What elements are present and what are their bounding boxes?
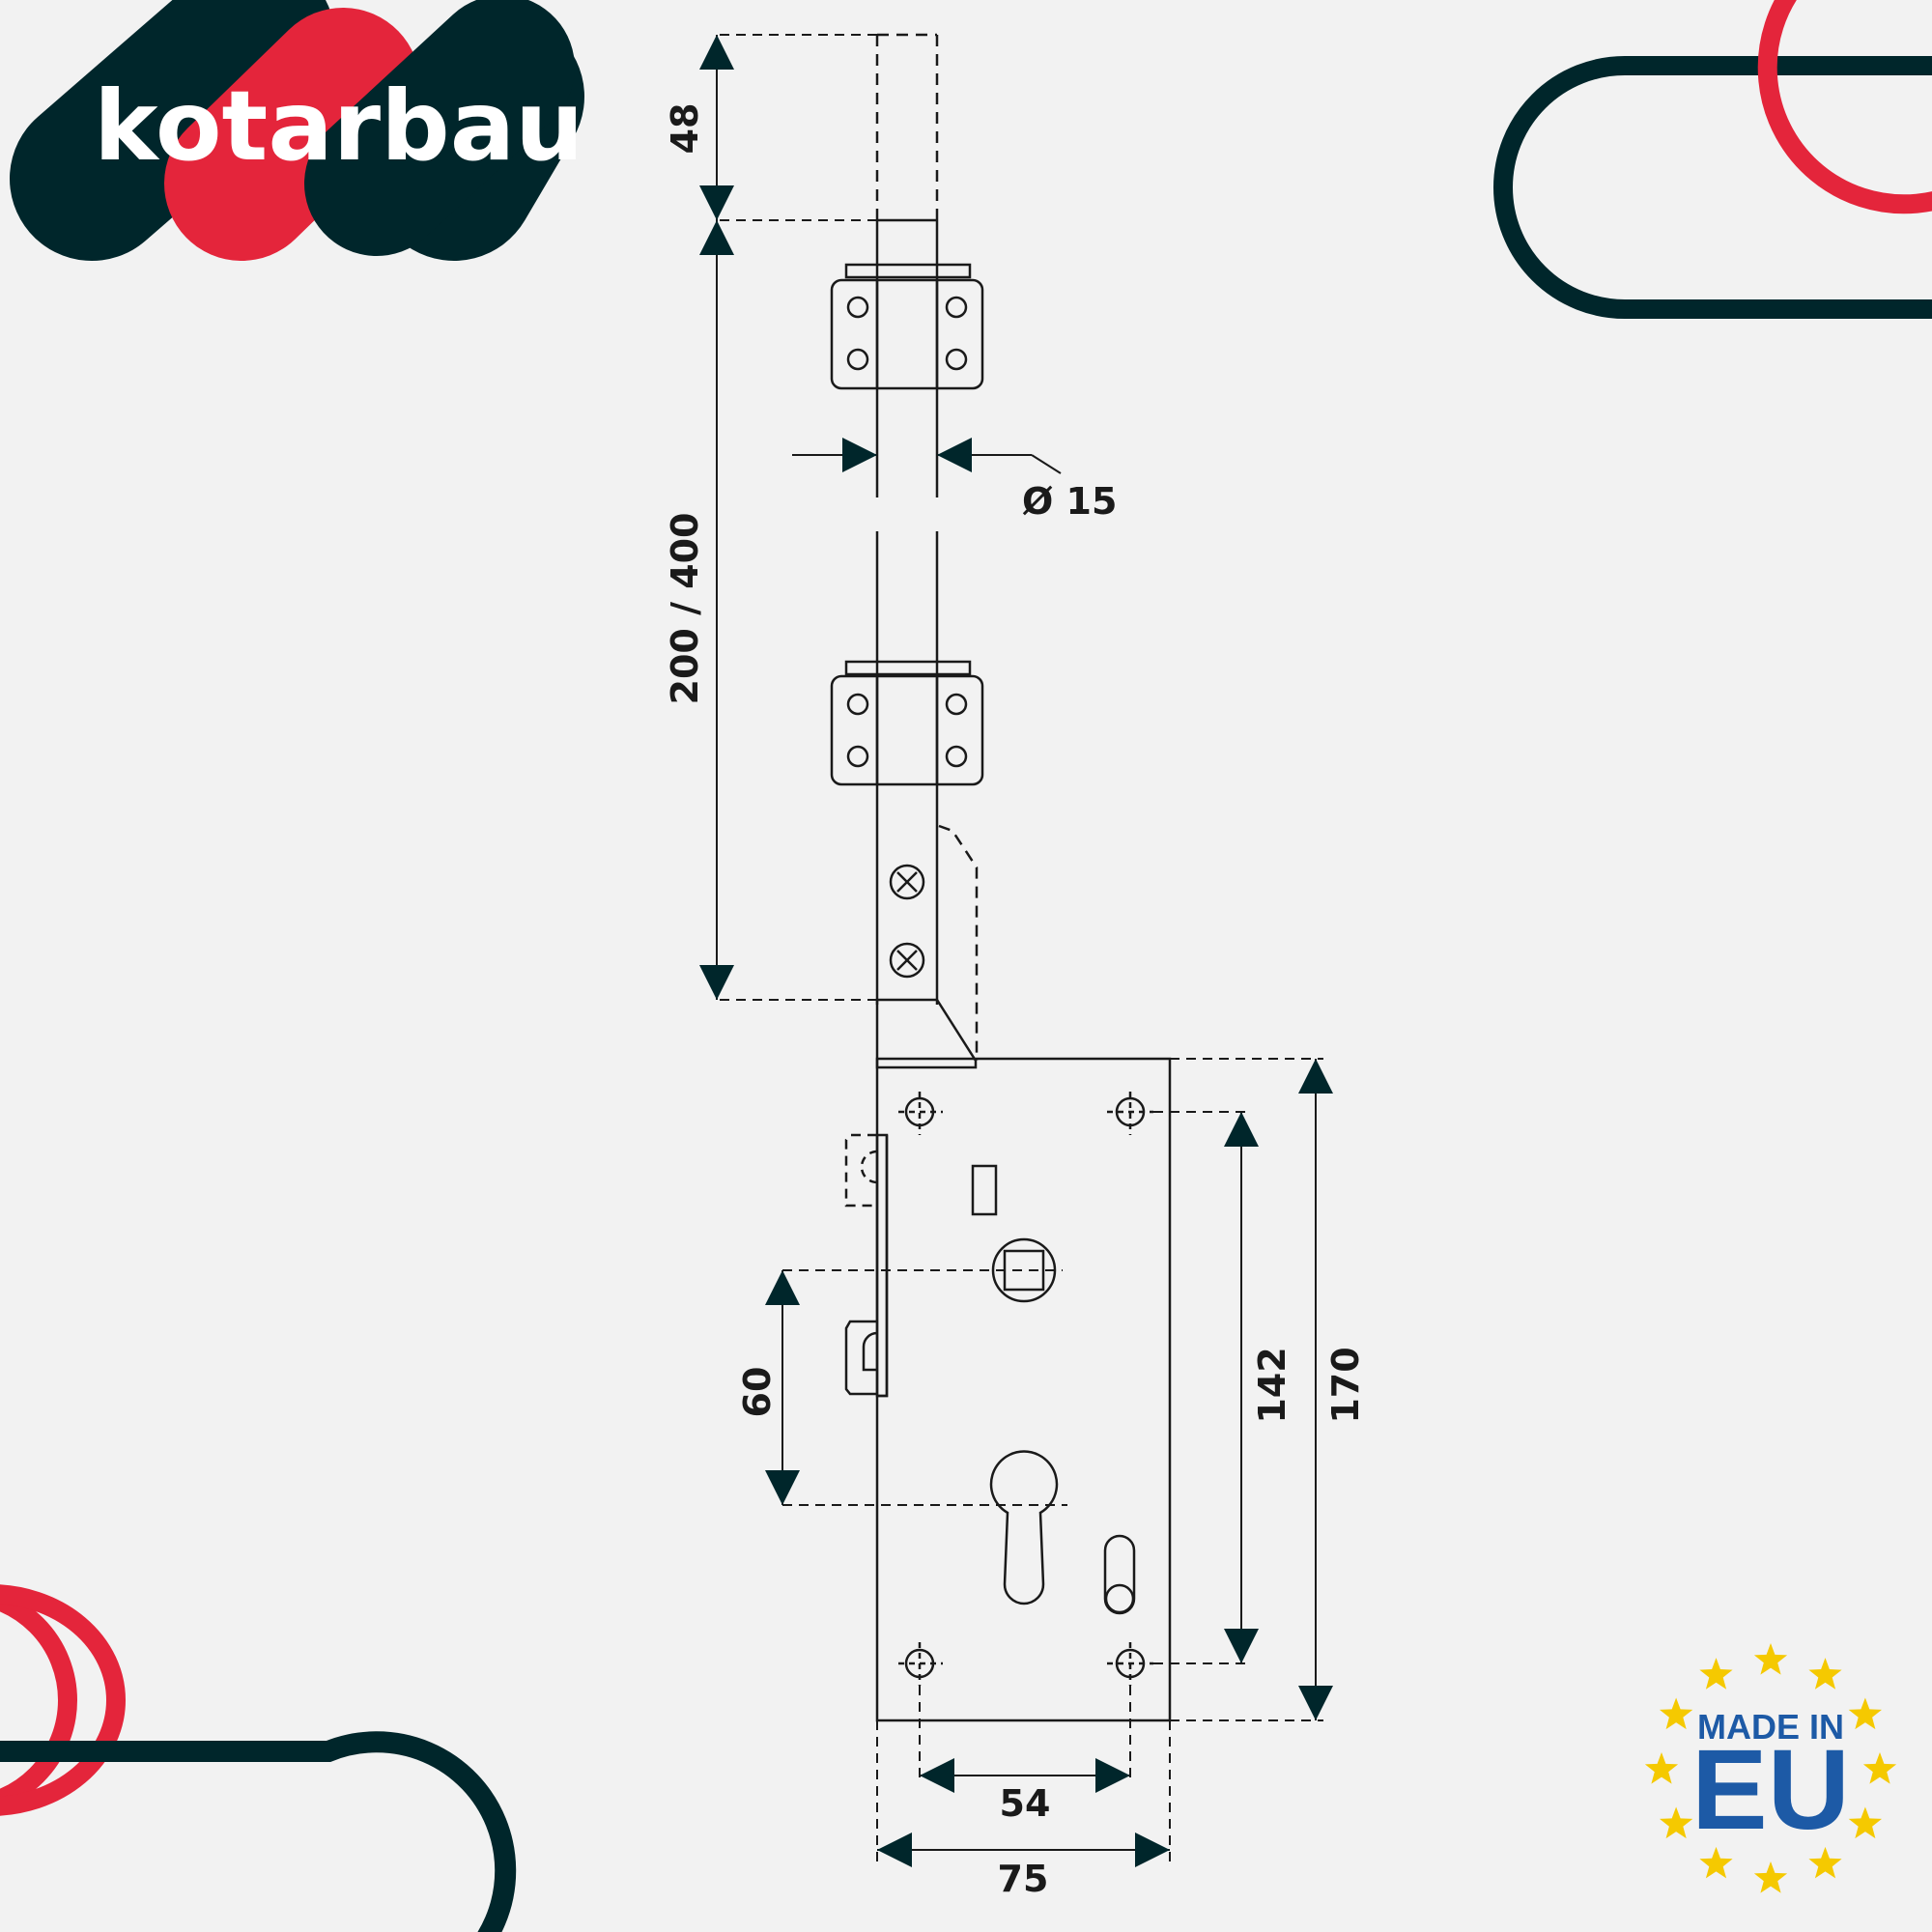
logo-wordmark: kotarbau <box>94 70 583 183</box>
eu-star-icon <box>1753 1643 1788 1675</box>
dimension-lines <box>716 34 1323 1864</box>
eu-star-icon <box>1808 1846 1842 1879</box>
eu-star-icon <box>1644 1752 1679 1784</box>
dim-label-rod-length: 200 / 400 <box>664 513 706 705</box>
dim-label-top-extension: 48 <box>664 103 706 155</box>
badge-made-in-text: MADE IN <box>1697 1707 1844 1747</box>
rod-guide-lower <box>830 660 984 786</box>
dim-label-case-width: 75 <box>998 1858 1049 1900</box>
kotarbau-logo: kotarbau <box>10 0 584 261</box>
made-in-eu-badge: MADE IN EU <box>1644 1643 1897 1893</box>
rod <box>875 218 939 1005</box>
dimension-labels: 48 200 / 400 Ø 15 60 142 170 54 75 <box>664 103 1367 1900</box>
eu-star-icon <box>1699 1658 1733 1690</box>
eu-star-icon <box>1660 1697 1693 1730</box>
badge-eu-text: EU <box>1691 1726 1850 1854</box>
rod-screws <box>889 864 925 979</box>
deco-top-right-loop <box>1493 0 1932 319</box>
eu-star-icon <box>1862 1752 1897 1784</box>
dim-label-case-height: 170 <box>1324 1347 1367 1423</box>
eu-star-icon <box>1699 1846 1733 1879</box>
eu-star-icon <box>1753 1861 1788 1893</box>
dim-label-fixing-horizontal: 54 <box>1000 1782 1051 1825</box>
dimension-arrowheads <box>699 35 1333 1867</box>
dim-label-rod-diameter: Ø 15 <box>1022 480 1117 523</box>
eu-star-icon <box>1848 1806 1882 1839</box>
eu-star-icon <box>1848 1697 1882 1730</box>
deco-bottom-left-loop <box>0 1584 517 1932</box>
eu-star-icon <box>1808 1658 1842 1690</box>
lock-case <box>844 1057 1172 1722</box>
lock-drawing <box>830 33 1172 1722</box>
dim-label-backset: 60 <box>736 1367 779 1418</box>
dim-label-fixing-vertical: 142 <box>1251 1347 1293 1423</box>
rod-guide-upper <box>830 263 984 390</box>
eu-star-icon <box>1660 1806 1693 1839</box>
eu-stars-ring <box>1644 1643 1897 1893</box>
rod-extension-dashed <box>875 33 939 220</box>
